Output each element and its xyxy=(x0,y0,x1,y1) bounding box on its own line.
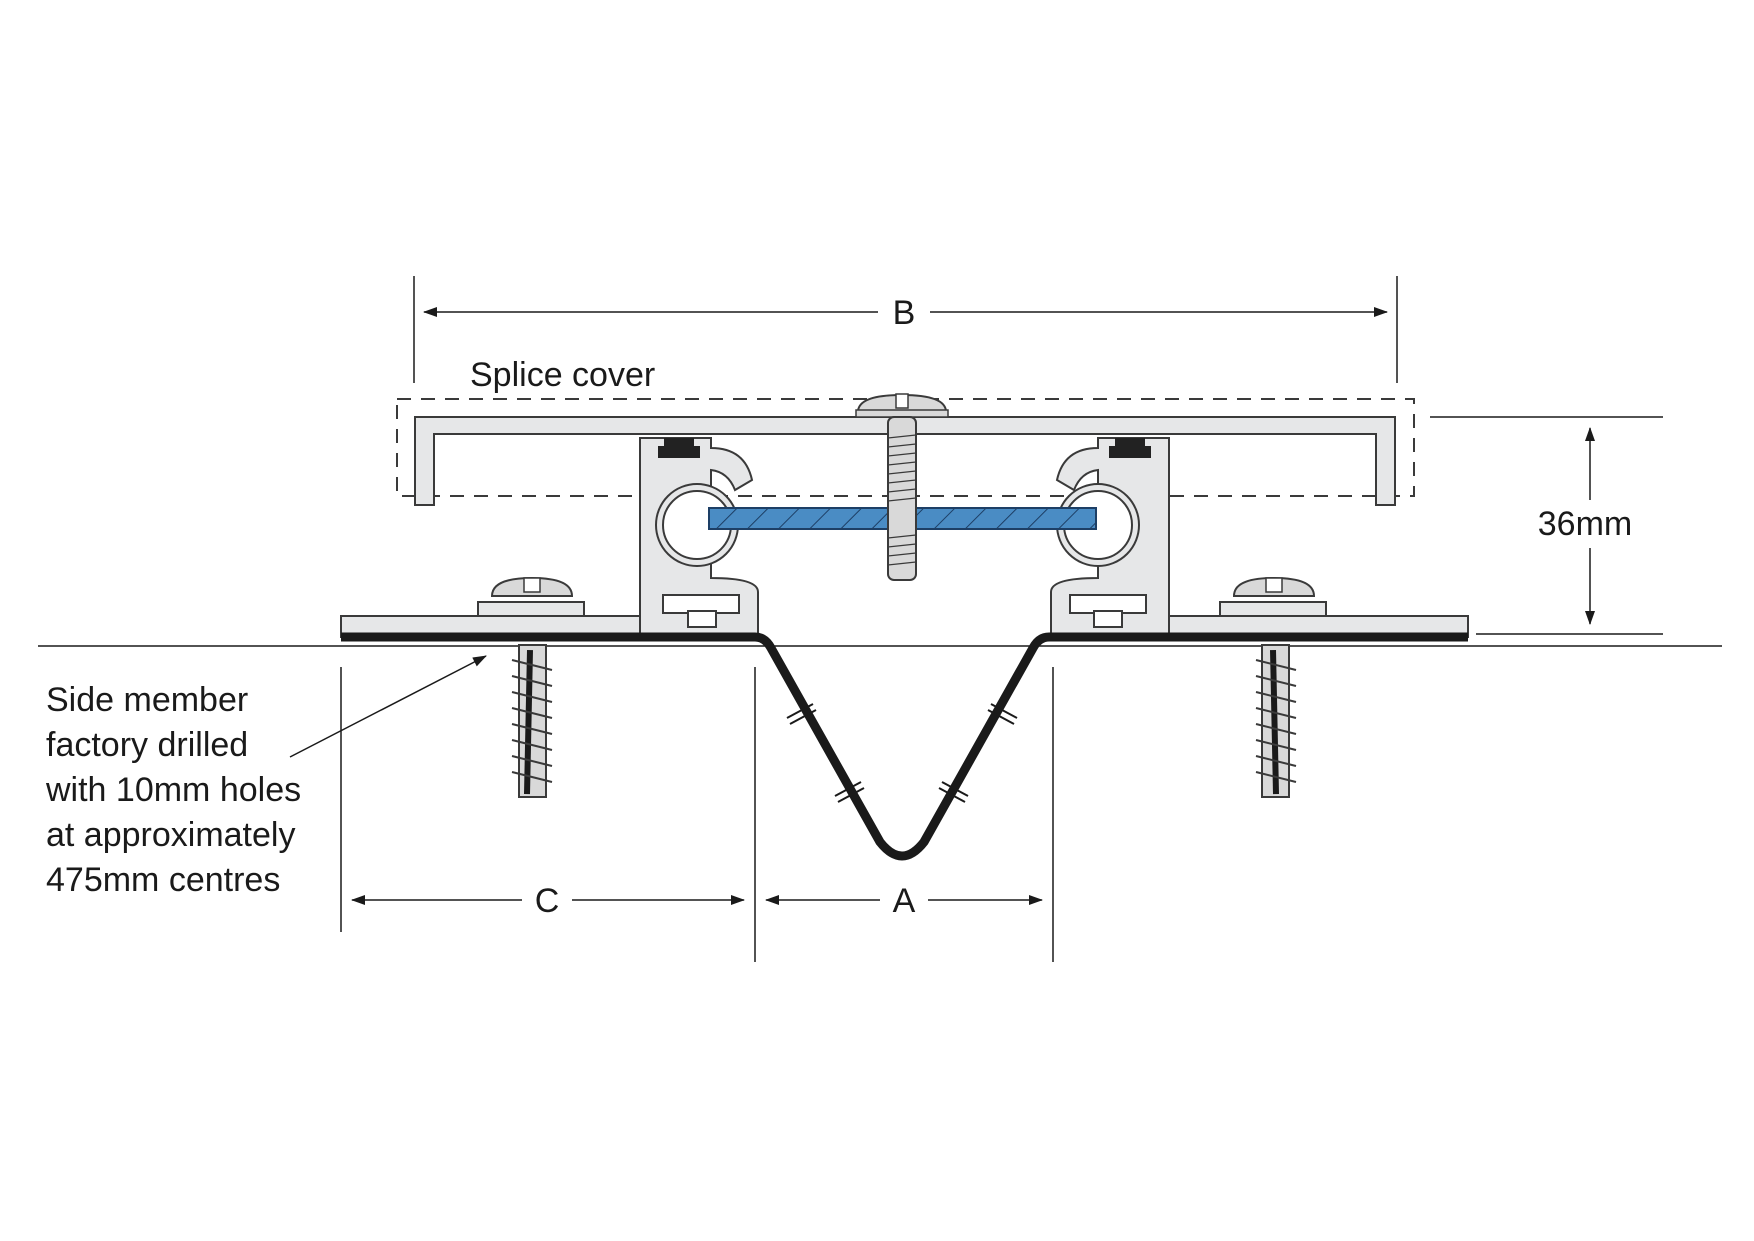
left-anchor-screw xyxy=(511,644,553,798)
note-line: factory drilled xyxy=(46,726,249,764)
note-line: Side member xyxy=(46,681,249,719)
left-pan-head-screw xyxy=(477,576,585,617)
dimension-b: B xyxy=(413,276,1398,383)
note-line: at approximately xyxy=(46,816,296,854)
dimension-b-label: B xyxy=(893,294,916,332)
note-line: 475mm centres xyxy=(46,861,281,899)
note-line: with 10mm holes xyxy=(46,771,302,809)
rubber-v-seal xyxy=(341,632,1468,861)
dimension-a: A xyxy=(765,882,1043,920)
splice-cover-label: Splice cover xyxy=(470,356,655,394)
side-member-note: Side member factory drilled with 10mm ho… xyxy=(46,678,301,903)
center-bolt xyxy=(855,393,949,581)
dimension-c-label: C xyxy=(535,882,560,920)
dimension-height: 36mm xyxy=(1430,416,1663,635)
right-pan-head-screw xyxy=(1219,576,1327,617)
right-side-member-upright xyxy=(1050,437,1170,638)
dimension-a-label: A xyxy=(893,882,916,920)
right-anchor-screw xyxy=(1255,644,1297,798)
seal-ribs xyxy=(786,703,1018,803)
left-side-member-upright xyxy=(639,437,759,638)
note-leader-line xyxy=(289,655,487,758)
dimension-c: C xyxy=(351,882,745,920)
dimension-height-label: 36mm xyxy=(1538,505,1632,543)
splice-cover-profile xyxy=(414,416,1396,506)
